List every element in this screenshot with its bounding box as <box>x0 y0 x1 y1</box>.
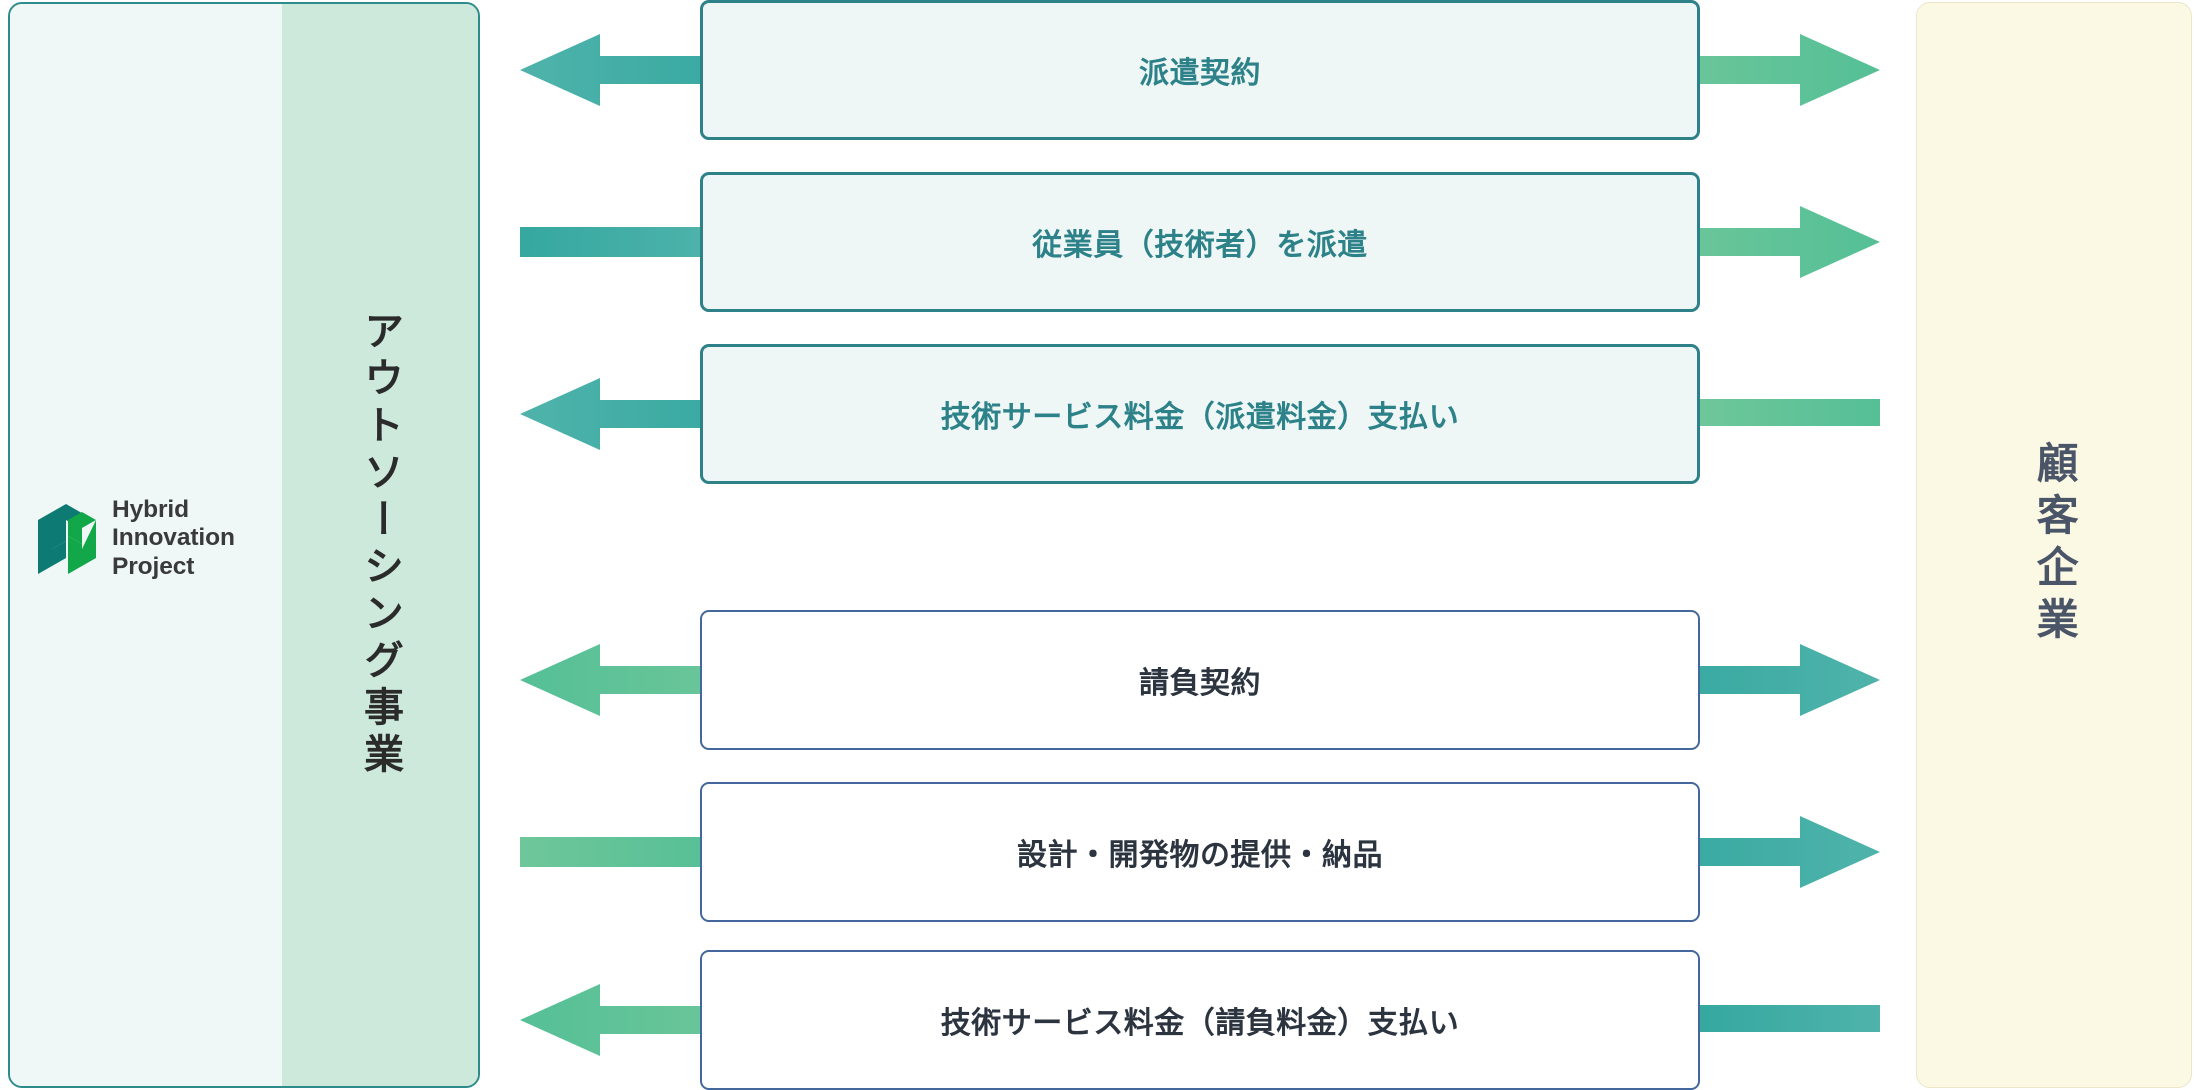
arrow-right-icon <box>1650 640 1880 720</box>
arrow-left-icon <box>520 30 750 110</box>
arrow-left-icon <box>520 640 750 720</box>
right-party-label: 顧客企業 <box>2031 441 2079 649</box>
left-party-label-pane: アウトソーシング事業 <box>282 4 478 1086</box>
message-box: 請負契約 <box>700 610 1700 750</box>
arrow-right-icon <box>1650 30 1880 110</box>
message-box: 技術サービス料金（請負料金）支払い <box>700 950 1700 1090</box>
arrow-left-icon <box>520 374 750 454</box>
connector-stub-left <box>520 227 720 257</box>
message-box: 従業員（技術者）を派遣 <box>700 172 1700 312</box>
company-logo: Hybrid Innovation Project <box>36 496 235 581</box>
connector-stub-right <box>1700 399 1880 429</box>
company-logo-text: Hybrid Innovation Project <box>112 496 235 581</box>
message-row: 技術サービス料金（派遣料金）支払い <box>0 344 2200 484</box>
arrow-left-icon <box>520 980 750 1060</box>
logo-line-3: Project <box>112 552 195 580</box>
right-party-panel: 顧客企業 <box>1916 2 2192 1088</box>
arrow-right-icon <box>1650 812 1880 892</box>
message-row: 派遣契約 <box>0 0 2200 140</box>
left-party-label: アウトソーシング事業 <box>358 310 402 780</box>
logo-line-2: Innovation <box>112 524 235 552</box>
left-party-panel: Hybrid Innovation Project アウトソーシング事業 <box>8 2 480 1088</box>
message-label: 技術サービス料金（請負料金）支払い <box>940 1007 1460 1040</box>
left-party-logo-pane: Hybrid Innovation Project <box>10 4 282 1086</box>
message-row: 設計・開発物の提供・納品 <box>0 782 2200 922</box>
message-box: 派遣契約 <box>700 0 1700 140</box>
logo-line-1: Hybrid <box>112 496 189 523</box>
message-box: 設計・開発物の提供・納品 <box>700 782 1700 922</box>
message-label: 請負契約 <box>1139 667 1261 700</box>
message-label: 派遣契約 <box>1139 57 1261 90</box>
message-label: 設計・開発物の提供・納品 <box>1017 839 1383 872</box>
connector-stub-right <box>1700 1005 1880 1035</box>
arrow-right-icon <box>1650 202 1880 282</box>
hybrid-innovation-project-logo-icon <box>38 503 96 574</box>
message-box: 技術サービス料金（派遣料金）支払い <box>700 344 1700 484</box>
message-label: 従業員（技術者）を派遣 <box>1032 229 1368 262</box>
message-row: 従業員（技術者）を派遣 <box>0 172 2200 312</box>
message-label: 技術サービス料金（派遣料金）支払い <box>940 401 1460 434</box>
message-row: 技術サービス料金（請負料金）支払い <box>0 950 2200 1090</box>
connector-stub-left <box>520 837 720 867</box>
message-row: 請負契約 <box>0 610 2200 750</box>
